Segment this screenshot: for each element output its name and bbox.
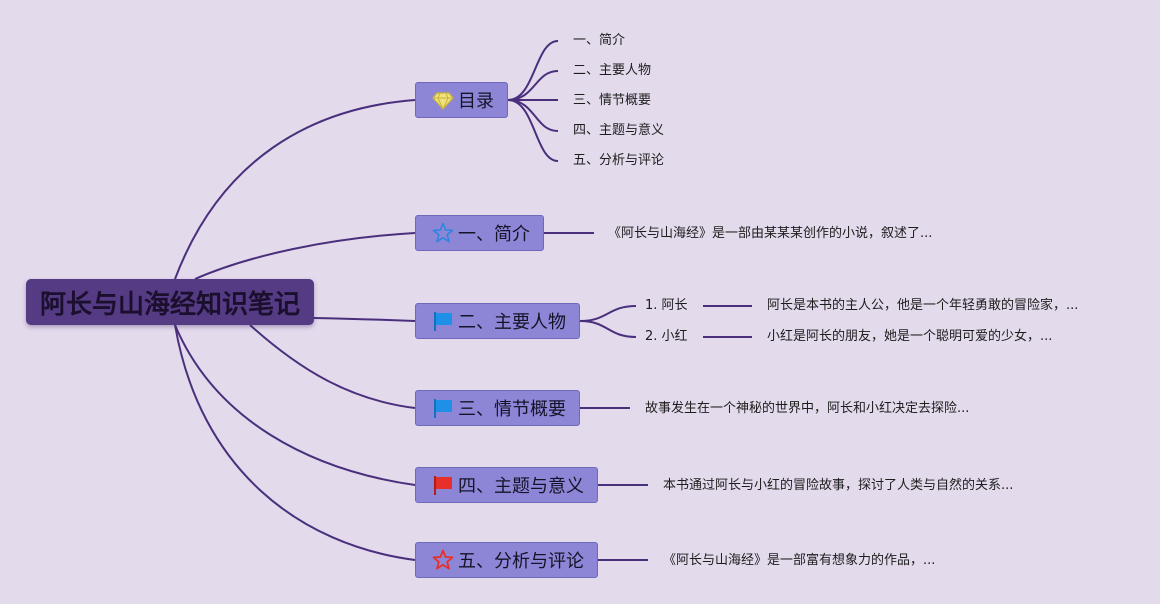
red-star-icon [432, 549, 454, 571]
blue-flag-icon [432, 310, 454, 332]
review-text[interactable]: 《阿长与山海经》是一部富有想象力的作品，... [663, 553, 936, 568]
branch-label: 目录 [458, 91, 494, 112]
plot-text[interactable]: 故事发生在一个神秘的世界中，阿长和小红决定去探险... [645, 401, 970, 416]
intro-text[interactable]: 《阿长与山海经》是一部由某某某创作的小说，叙述了... [608, 226, 933, 241]
toc-item[interactable]: 四、主题与意义 [573, 123, 665, 138]
branch-intro[interactable]: 一、简介 [415, 215, 544, 251]
character-name-xiaohong[interactable]: 2. 小红 [645, 329, 688, 344]
character-desc-achang[interactable]: 阿长是本书的主人公，他是一个年轻勇敢的冒险家，... [767, 298, 1079, 313]
theme-text[interactable]: 本书通过阿长与小红的冒险故事，探讨了人类与自然的关系... [663, 478, 1014, 493]
root-title: 阿长与山海经知识笔记 [39, 289, 300, 320]
branch-label: 四、主题与意义 [458, 476, 584, 497]
red-flag-icon [432, 474, 454, 496]
toc-item[interactable]: 二、主要人物 [573, 63, 652, 78]
character-desc-xiaohong[interactable]: 小红是阿长的朋友，她是一个聪明可爱的少女，... [767, 329, 1053, 344]
branch-toc[interactable]: 目录 [415, 82, 508, 118]
blue-flag-icon [432, 397, 454, 419]
diamond-icon [432, 89, 454, 111]
branch-review[interactable]: 五、分析与评论 [415, 542, 598, 578]
toc-item[interactable]: 五、分析与评论 [573, 153, 665, 168]
branch-label: 二、主要人物 [458, 312, 566, 333]
branch-characters[interactable]: 二、主要人物 [415, 303, 580, 339]
branch-label: 五、分析与评论 [458, 551, 584, 572]
branch-theme[interactable]: 四、主题与意义 [415, 467, 598, 503]
branch-label: 三、情节概要 [458, 399, 566, 420]
star-outline-icon [432, 222, 454, 244]
toc-item[interactable]: 三、情节概要 [573, 93, 652, 108]
character-name-achang[interactable]: 1. 阿长 [645, 298, 688, 313]
branch-label: 一、简介 [458, 224, 530, 245]
root-topic[interactable]: 阿长与山海经知识笔记 [26, 279, 314, 325]
toc-item[interactable]: 一、简介 [573, 33, 626, 48]
branch-plot[interactable]: 三、情节概要 [415, 390, 580, 426]
